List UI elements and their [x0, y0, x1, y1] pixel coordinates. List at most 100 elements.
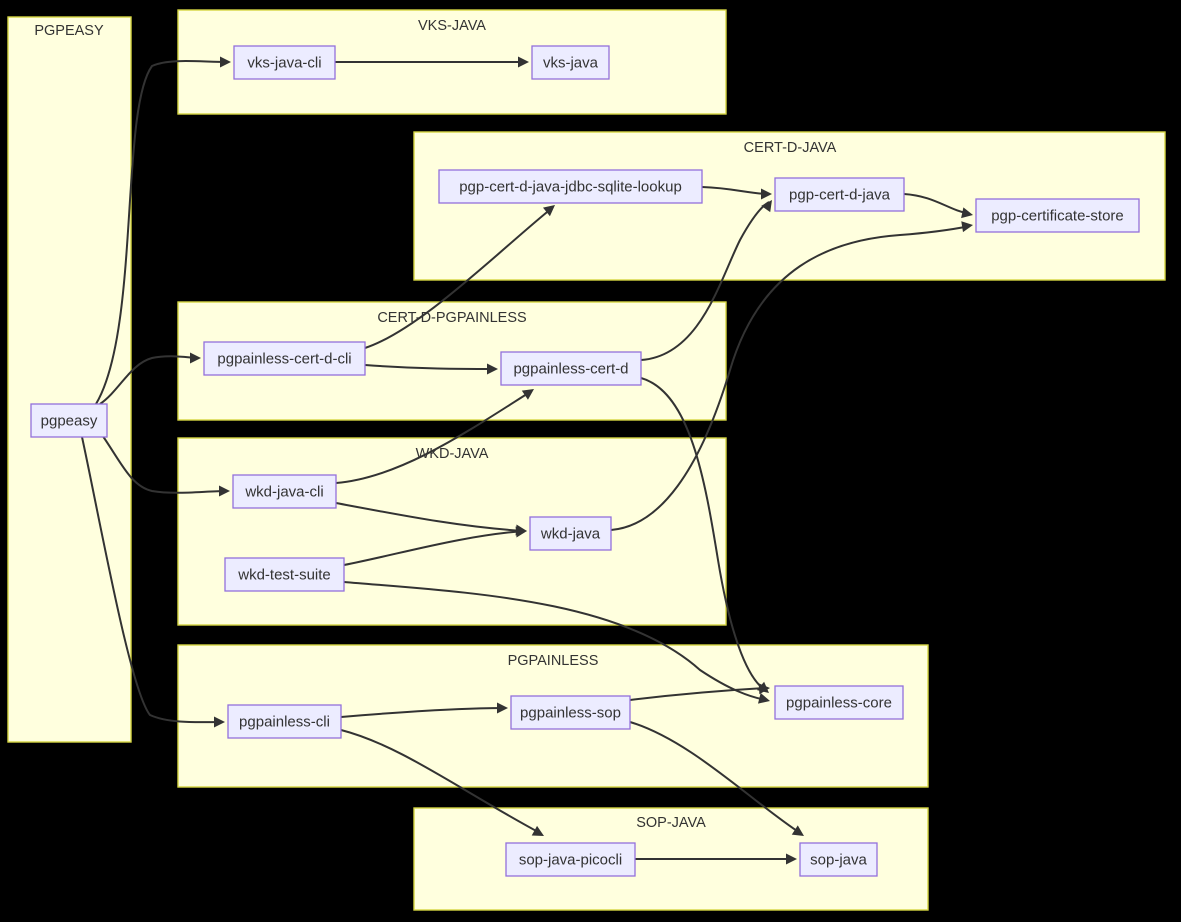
edge-vks-java-cli-to-vks-java [335, 56, 529, 68]
node-pgp-certificate-store[interactable]: pgp-certificate-store [975, 198, 1140, 233]
edge-path [81, 436, 223, 724]
node-label-pgpainless-cert-d: pgpainless-cert-d [513, 360, 628, 377]
arrow-head-icon [518, 56, 529, 68]
node-box-pgpainless-cert-d[interactable] [500, 351, 642, 386]
edge-path [343, 581, 767, 701]
edge-path [99, 431, 228, 494]
cluster-box-pgpeasy [7, 16, 132, 743]
arrow-head-icon [219, 485, 230, 497]
arrow-head-icon [542, 205, 555, 217]
node-box-vks-java-cli[interactable] [233, 45, 336, 80]
arrow-head-icon [190, 352, 201, 364]
node-pgpeasy[interactable]: pgpeasy [30, 403, 108, 438]
edge-pgpainless-cert-d-cli-to-pgpainless-cert-d [364, 363, 498, 375]
edge-path [629, 687, 767, 701]
node-label-vks-java-cli: vks-java-cli [247, 54, 321, 71]
node-label-pgpeasy: pgpeasy [41, 412, 98, 429]
arrow-head-icon [791, 825, 804, 836]
node-label-pgpainless-core: pgpainless-core [786, 694, 892, 711]
edge-path [335, 391, 531, 484]
node-pgpainless-core[interactable]: pgpainless-core [774, 685, 904, 720]
node-pgp-cert-d-java-jdbc-sqlite-lookup[interactable]: pgp-cert-d-java-jdbc-sqlite-lookup [438, 169, 703, 204]
arrow-head-icon [515, 526, 527, 538]
cluster-label-vks-java: VKS-JAVA [418, 18, 486, 34]
arrow-head-icon [531, 825, 544, 836]
cluster-label-sop-java: SOP-JAVA [636, 815, 706, 831]
node-vks-java-cli[interactable]: vks-java-cli [233, 45, 336, 80]
node-box-pgpainless-core[interactable] [774, 685, 904, 720]
edge-pgpeasy-to-vks-java-cli [95, 56, 231, 405]
edge-path [364, 364, 496, 370]
edge-pgpeasy-to-pgpainless-cli [81, 436, 225, 728]
edge-path [640, 201, 770, 361]
edge-pgp-cert-d-java-to-pgp-certificate-store [903, 193, 973, 219]
arrow-head-icon [521, 389, 534, 400]
cluster-label-cert-d-pgpainless: CERT-D-PGPAINLESS [377, 310, 526, 326]
arrow-head-icon [758, 683, 770, 695]
arrow-head-icon [757, 693, 770, 704]
node-wkd-java-cli[interactable]: wkd-java-cli [232, 474, 337, 509]
edge-wkd-java-to-pgp-certificate-store [610, 221, 973, 531]
cluster-label-pgpainless: PGPAINLESS [508, 653, 599, 669]
node-box-vks-java[interactable] [531, 45, 610, 80]
edge-path [629, 721, 801, 834]
edge-pgpainless-sop-to-pgpainless-core [629, 683, 770, 701]
node-label-wkd-java: wkd-java [540, 525, 601, 542]
edge-layer [81, 56, 973, 865]
node-sop-java[interactable]: sop-java [799, 842, 878, 877]
node-box-sop-java[interactable] [799, 842, 878, 877]
node-box-pgp-certificate-store[interactable] [975, 198, 1140, 233]
edge-pgp-cert-d-java-jdbc-sqlite-lookup-to-pgp-cert-d-java [701, 186, 772, 200]
edge-pgpeasy-to-pgpainless-cert-d-cli [99, 352, 201, 405]
node-label-pgp-certificate-store: pgp-certificate-store [991, 207, 1124, 224]
node-pgpainless-sop[interactable]: pgpainless-sop [510, 695, 631, 730]
edge-path [364, 207, 553, 349]
node-box-pgpainless-sop[interactable] [510, 695, 631, 730]
node-box-pgpeasy[interactable] [30, 403, 108, 438]
edge-pgpainless-cert-d-to-pgp-cert-d-java [640, 200, 772, 361]
node-box-sop-java-picocli[interactable] [505, 842, 636, 877]
edge-pgpeasy-to-wkd-java-cli [99, 431, 230, 497]
cluster-wkd-java: WKD-JAVA [177, 437, 727, 626]
edge-path [610, 225, 971, 531]
node-pgpainless-cli[interactable]: pgpainless-cli [227, 704, 342, 739]
node-sop-java-picocli[interactable]: sop-java-picocli [505, 842, 636, 877]
node-label-pgp-cert-d-java: pgp-cert-d-java [789, 186, 891, 203]
cluster-label-pgpeasy: PGPEASY [34, 23, 104, 39]
edge-path [343, 530, 525, 566]
node-pgpainless-cert-d[interactable]: pgpainless-cert-d [500, 351, 642, 386]
node-wkd-java[interactable]: wkd-java [529, 516, 612, 551]
edge-pgpainless-cli-to-sop-java-picocli [340, 729, 544, 836]
node-label-pgpainless-sop: pgpainless-sop [520, 704, 621, 721]
node-box-pgpainless-cli[interactable] [227, 704, 342, 739]
node-box-pgp-cert-d-java[interactable] [774, 177, 905, 212]
node-box-wkd-java[interactable] [529, 516, 612, 551]
node-box-wkd-test-suite[interactable] [224, 557, 345, 592]
node-box-pgp-cert-d-java-jdbc-sqlite-lookup[interactable] [438, 169, 703, 204]
edge-pgpainless-cert-d-cli-to-pgp-cert-d-java-jdbc-sqlite-lookup [364, 205, 555, 349]
node-box-pgpainless-cert-d-cli[interactable] [203, 341, 366, 376]
node-label-vks-java: vks-java [543, 54, 599, 71]
node-pgpainless-cert-d-cli[interactable]: pgpainless-cert-d-cli [203, 341, 366, 376]
node-pgp-cert-d-java[interactable]: pgp-cert-d-java [774, 177, 905, 212]
arrow-head-icon [961, 207, 973, 219]
node-label-wkd-test-suite: wkd-test-suite [237, 566, 331, 583]
node-wkd-test-suite[interactable]: wkd-test-suite [224, 557, 345, 592]
node-label-wkd-java-cli: wkd-java-cli [244, 483, 323, 500]
edge-path [99, 355, 199, 405]
cluster-box-wkd-java [177, 437, 727, 626]
node-label-pgp-cert-d-java-jdbc-sqlite-lookup: pgp-cert-d-java-jdbc-sqlite-lookup [459, 178, 682, 195]
edge-path [340, 707, 506, 718]
node-box-wkd-java-cli[interactable] [232, 474, 337, 509]
edge-path [335, 502, 525, 532]
node-vks-java[interactable]: vks-java [531, 45, 610, 80]
edge-path [640, 377, 766, 691]
edge-pgpainless-cli-to-pgpainless-sop [340, 702, 508, 718]
edge-sop-java-picocli-to-sop-java [635, 853, 797, 865]
edge-wkd-test-suite-to-pgpainless-core [343, 581, 770, 704]
cluster-label-cert-d-java: CERT-D-JAVA [744, 140, 837, 156]
node-label-pgpainless-cert-d-cli: pgpainless-cert-d-cli [217, 350, 351, 367]
edge-wkd-java-cli-to-pgpainless-cert-d [335, 389, 534, 484]
node-label-sop-java: sop-java [810, 851, 867, 868]
